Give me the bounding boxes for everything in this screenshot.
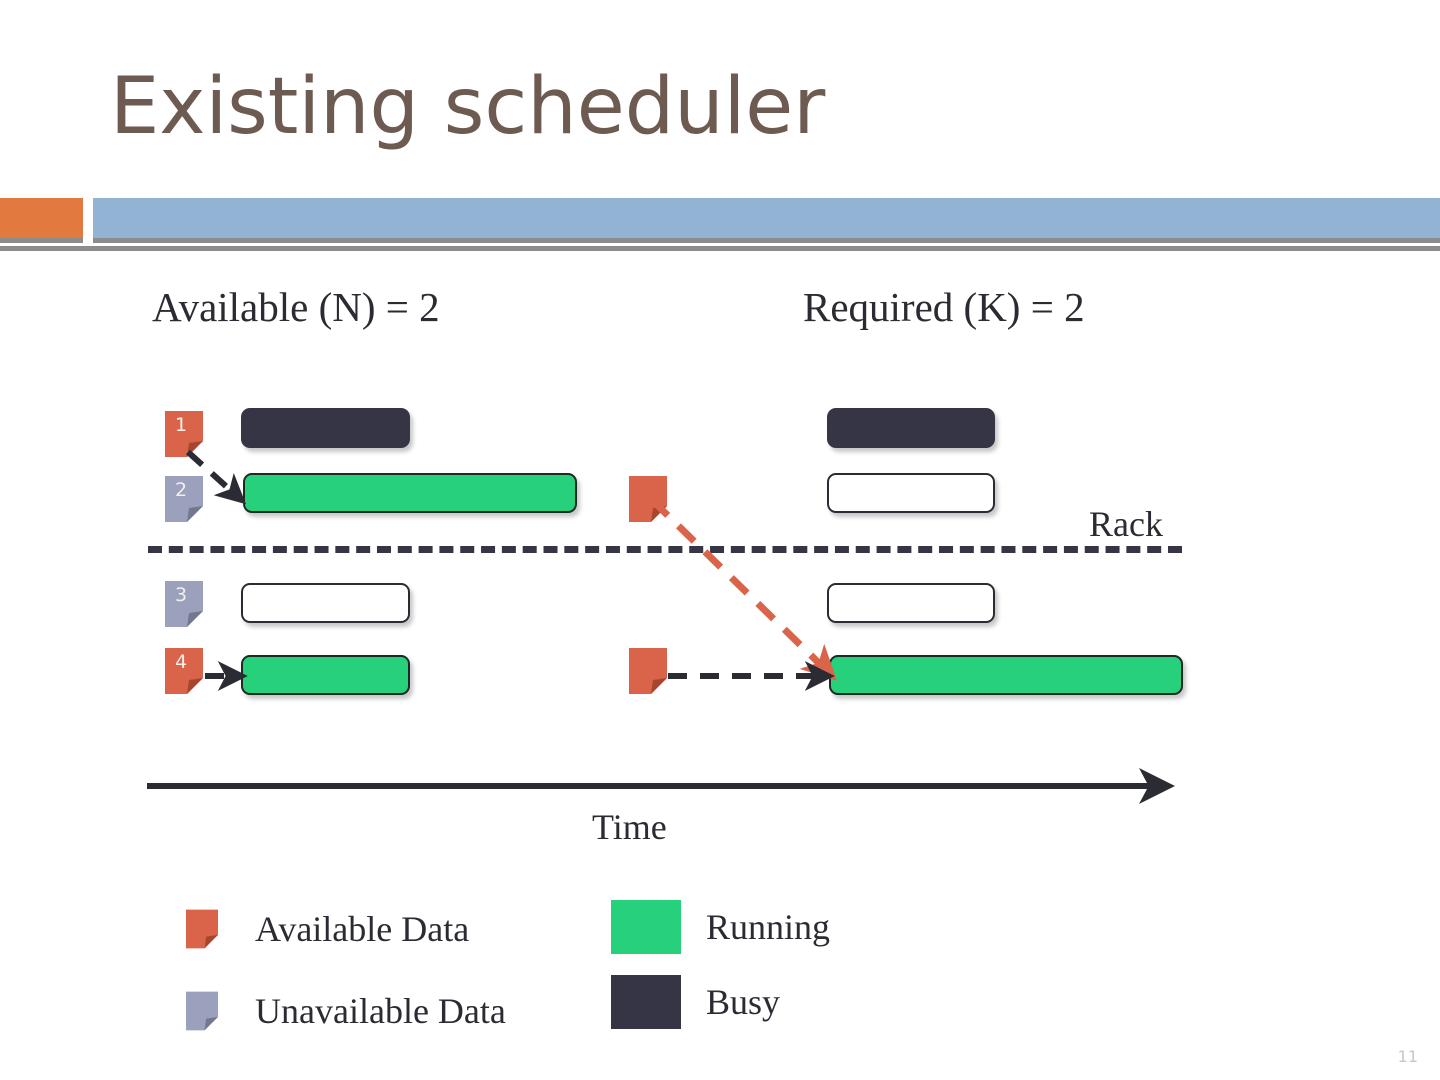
data-icon-required-upper (629, 476, 667, 522)
legend-item-busy: Busy (611, 975, 780, 1029)
unavailable-data-icon (165, 476, 203, 522)
rack-divider-line (148, 546, 1182, 553)
unavailable-data-icon (186, 990, 218, 1032)
available-data-icon (186, 908, 218, 950)
available-data-icon (629, 476, 667, 522)
legend-label-available-data: Available Data (255, 909, 470, 949)
data-icon-node-2: 2 (165, 476, 203, 522)
legend-item-running: Running (611, 900, 830, 954)
data-icon-node-1: 1 (165, 411, 203, 457)
legend-label-busy: Busy (706, 982, 781, 1022)
caption-available: Available (N) = 2 (152, 284, 440, 330)
running-swatch-icon (611, 900, 681, 954)
task-bar-node-3-left (241, 583, 410, 623)
page-number: 11 (1397, 1047, 1418, 1066)
header-blue-bar (93, 198, 1440, 238)
available-data-icon (629, 648, 667, 694)
task-bar-node-1-right (827, 408, 995, 448)
task-bar-node-4-left (241, 655, 410, 695)
header-orange-accent (0, 198, 83, 238)
data-icon-node-3: 3 (165, 581, 203, 627)
data-icon-required-lower (629, 648, 667, 694)
legend-item-unavailable-data: Unavailable Data (186, 990, 506, 1032)
legend-item-available-data: Available Data (186, 908, 469, 950)
caption-required: Required (K) = 2 (803, 284, 1085, 330)
time-axis-label: Time (592, 807, 667, 847)
task-bar-node-4-right (829, 655, 1183, 695)
available-data-icon (165, 411, 203, 457)
busy-swatch-icon (611, 975, 681, 1029)
unavailable-data-icon (165, 581, 203, 627)
legend-label-unavailable-data: Unavailable Data (255, 991, 506, 1031)
task-bar-node-2-left (243, 473, 577, 513)
task-bar-node-2-right (827, 473, 995, 513)
task-bar-node-1-left (241, 408, 410, 448)
page-title: Existing scheduler (110, 62, 826, 152)
arrow-cross-rack-transfer (649, 497, 838, 681)
legend-label-running: Running (706, 907, 831, 947)
task-bar-node-3-right (827, 583, 995, 623)
available-data-icon (165, 648, 203, 694)
rack-label: Rack (1089, 504, 1163, 544)
header-divider-rule (0, 246, 1440, 251)
data-icon-node-4: 4 (165, 648, 203, 694)
header-blue-bar-shadow (93, 238, 1440, 243)
header-orange-accent-shadow (0, 238, 83, 243)
